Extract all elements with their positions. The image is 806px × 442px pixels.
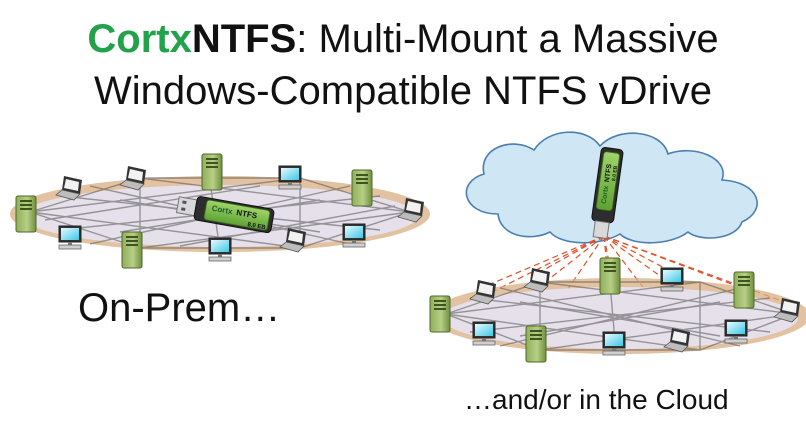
usb-drive-icon: Cortx NTFS 8.0 EB	[175, 196, 275, 234]
usb-label-cortx: Cortx	[601, 185, 610, 204]
on-prem-caption: On-Prem…	[78, 286, 281, 330]
brand-name-ntfs: NTFS	[191, 17, 297, 61]
usb-drive-icon: Cortx NTFS 8.0 EB	[591, 147, 624, 240]
usb-capacity-label: 8.0 EB	[611, 165, 619, 181]
monitor-icon	[58, 225, 82, 250]
server-tower-icon	[15, 195, 37, 233]
laptop-icon	[55, 175, 83, 201]
title-line-1: CortxNTFS: Multi-Mount a Massive	[0, 16, 806, 62]
cloud-caption: …and/or in the Cloud	[464, 384, 729, 415]
usb-label-cortx: Cortx	[211, 204, 234, 217]
title-line-2: Windows-Compatible NTFS vDrive	[94, 69, 712, 113]
monitor-icon	[724, 319, 748, 344]
usb-label-ntfs: NTFS	[604, 163, 614, 182]
usb-capacity-label: 8.0 EB	[247, 222, 267, 231]
cloud-network: Cortx NTFS 8.0 EB	[429, 131, 806, 363]
monitor-icon	[278, 165, 302, 190]
server-tower-icon	[599, 257, 621, 295]
monitor-icon	[472, 321, 496, 346]
monitor-icon	[660, 267, 684, 292]
title-tagline-part1: : Multi-Mount a Massive	[296, 17, 719, 61]
server-tower-icon	[429, 295, 451, 333]
server-tower-icon	[733, 271, 755, 309]
monitor-icon	[342, 223, 366, 248]
laptop-icon	[119, 165, 147, 191]
laptop-icon	[523, 267, 551, 293]
monitor-icon	[208, 237, 232, 262]
brand-name-cortx: Cortx	[87, 17, 192, 61]
server-tower-icon	[525, 325, 547, 363]
on-prem-network: Cortx NTFS 8.0 EB	[10, 153, 430, 269]
usb-label-ntfs: NTFS	[236, 208, 259, 221]
server-tower-icon	[351, 169, 373, 207]
server-tower-icon	[201, 153, 223, 191]
monitor-icon	[602, 331, 626, 356]
server-tower-icon	[121, 231, 143, 269]
